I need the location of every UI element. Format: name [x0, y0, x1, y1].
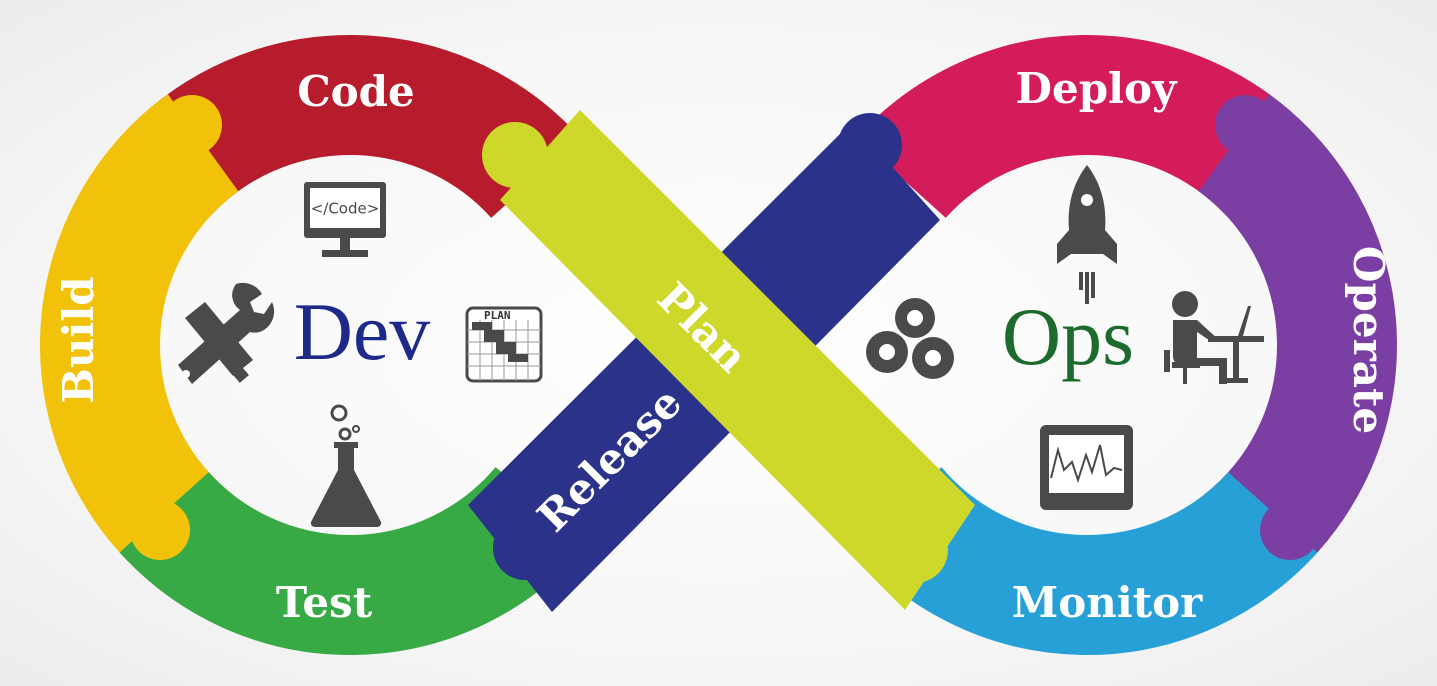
dev-label: Dev	[294, 286, 431, 377]
plan-board-icon: PLAN	[465, 306, 543, 383]
plan-knob-upper	[482, 122, 548, 188]
release-knob-lower	[493, 516, 557, 580]
svg-text:PLAN: PLAN	[484, 309, 511, 322]
monitoring-screen-icon	[1040, 425, 1133, 510]
operate-knob	[1215, 95, 1275, 155]
segment-operate	[1197, 94, 1397, 590]
rocket-icon	[1057, 165, 1117, 304]
svg-text:</Code>: </Code>	[311, 200, 380, 218]
label-test: Test	[276, 578, 373, 627]
build-knob	[162, 95, 222, 155]
segment-build	[40, 94, 240, 590]
label-deploy: Deploy	[1016, 64, 1178, 113]
plan-knob-lower	[882, 517, 948, 583]
segment-plan	[500, 110, 975, 610]
desk-worker-icon	[1164, 291, 1264, 384]
label-code: Code	[297, 67, 415, 116]
operate-knob-lower	[1260, 500, 1320, 560]
label-operate: Operate	[1344, 246, 1393, 434]
lab-flask-icon	[310, 404, 382, 528]
label-build: Build	[54, 276, 103, 403]
code-monitor-icon: </Code>	[304, 182, 386, 257]
build-knob-lower	[130, 500, 190, 560]
release-knob-upper	[838, 113, 902, 177]
ops-label: Ops	[1002, 291, 1134, 382]
label-monitor: Monitor	[1012, 578, 1203, 627]
gears-icon	[866, 298, 954, 379]
tools-icon	[178, 282, 275, 384]
